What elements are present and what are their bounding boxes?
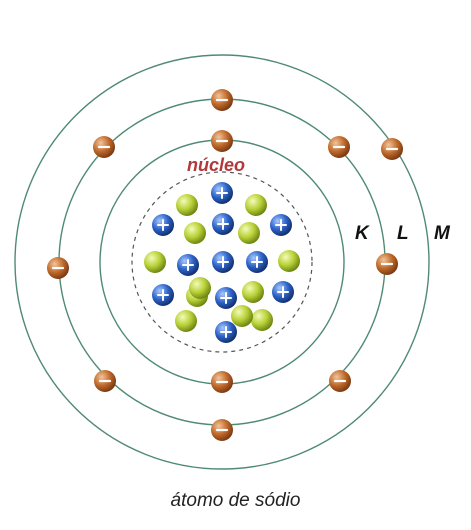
shell-label-k: K (355, 223, 369, 244)
shell-label-l: L (397, 223, 409, 244)
proton-9 (215, 287, 237, 309)
proton-4 (270, 214, 292, 236)
plus-icon (220, 292, 232, 304)
nucleus-boundary (131, 171, 313, 353)
electron-l-5 (376, 253, 398, 275)
proton-8 (152, 284, 174, 306)
neutron-12 (231, 305, 253, 327)
electron-m-11 (381, 138, 403, 160)
plus-icon (216, 187, 228, 199)
electron-l-9 (47, 257, 69, 279)
electron-l-6 (329, 370, 351, 392)
plus-icon (275, 219, 287, 231)
neutron-11 (189, 277, 211, 299)
plus-icon (182, 259, 194, 271)
proton-5 (177, 254, 199, 276)
electron-l-10 (93, 136, 115, 158)
proton-10 (272, 281, 294, 303)
proton-2 (152, 214, 174, 236)
electron-l-4 (328, 136, 350, 158)
nucleus (144, 182, 300, 343)
plus-icon (277, 286, 289, 298)
electron-k-1 (211, 130, 233, 152)
nucleus-label: núcleo (187, 155, 246, 175)
neutron-6 (278, 250, 300, 272)
electrons-layer (47, 89, 403, 441)
shell-label-m: M (434, 223, 450, 244)
proton-7 (246, 251, 268, 273)
plus-icon (217, 256, 229, 268)
neutron-5 (144, 251, 166, 273)
plus-icon (157, 219, 169, 231)
plus-icon (251, 256, 263, 268)
orbit-m (14, 54, 430, 470)
neutron-3 (184, 222, 206, 244)
neutron-8 (242, 281, 264, 303)
neutron-4 (238, 222, 260, 244)
electron-l-8 (94, 370, 116, 392)
neutron-2 (245, 194, 267, 216)
electron-l-3 (211, 89, 233, 111)
neutron-1 (176, 194, 198, 216)
proton-11 (215, 321, 237, 343)
plus-icon (220, 326, 232, 338)
electron-k-2 (211, 371, 233, 393)
caption: átomo de sódio (170, 490, 301, 511)
proton-1 (211, 182, 233, 204)
proton-6 (212, 251, 234, 273)
neutron-10 (251, 309, 273, 331)
plus-icon (157, 289, 169, 301)
neutron-9 (175, 310, 197, 332)
plus-icon (217, 218, 229, 230)
proton-3 (212, 213, 234, 235)
electron-l-7 (211, 419, 233, 441)
